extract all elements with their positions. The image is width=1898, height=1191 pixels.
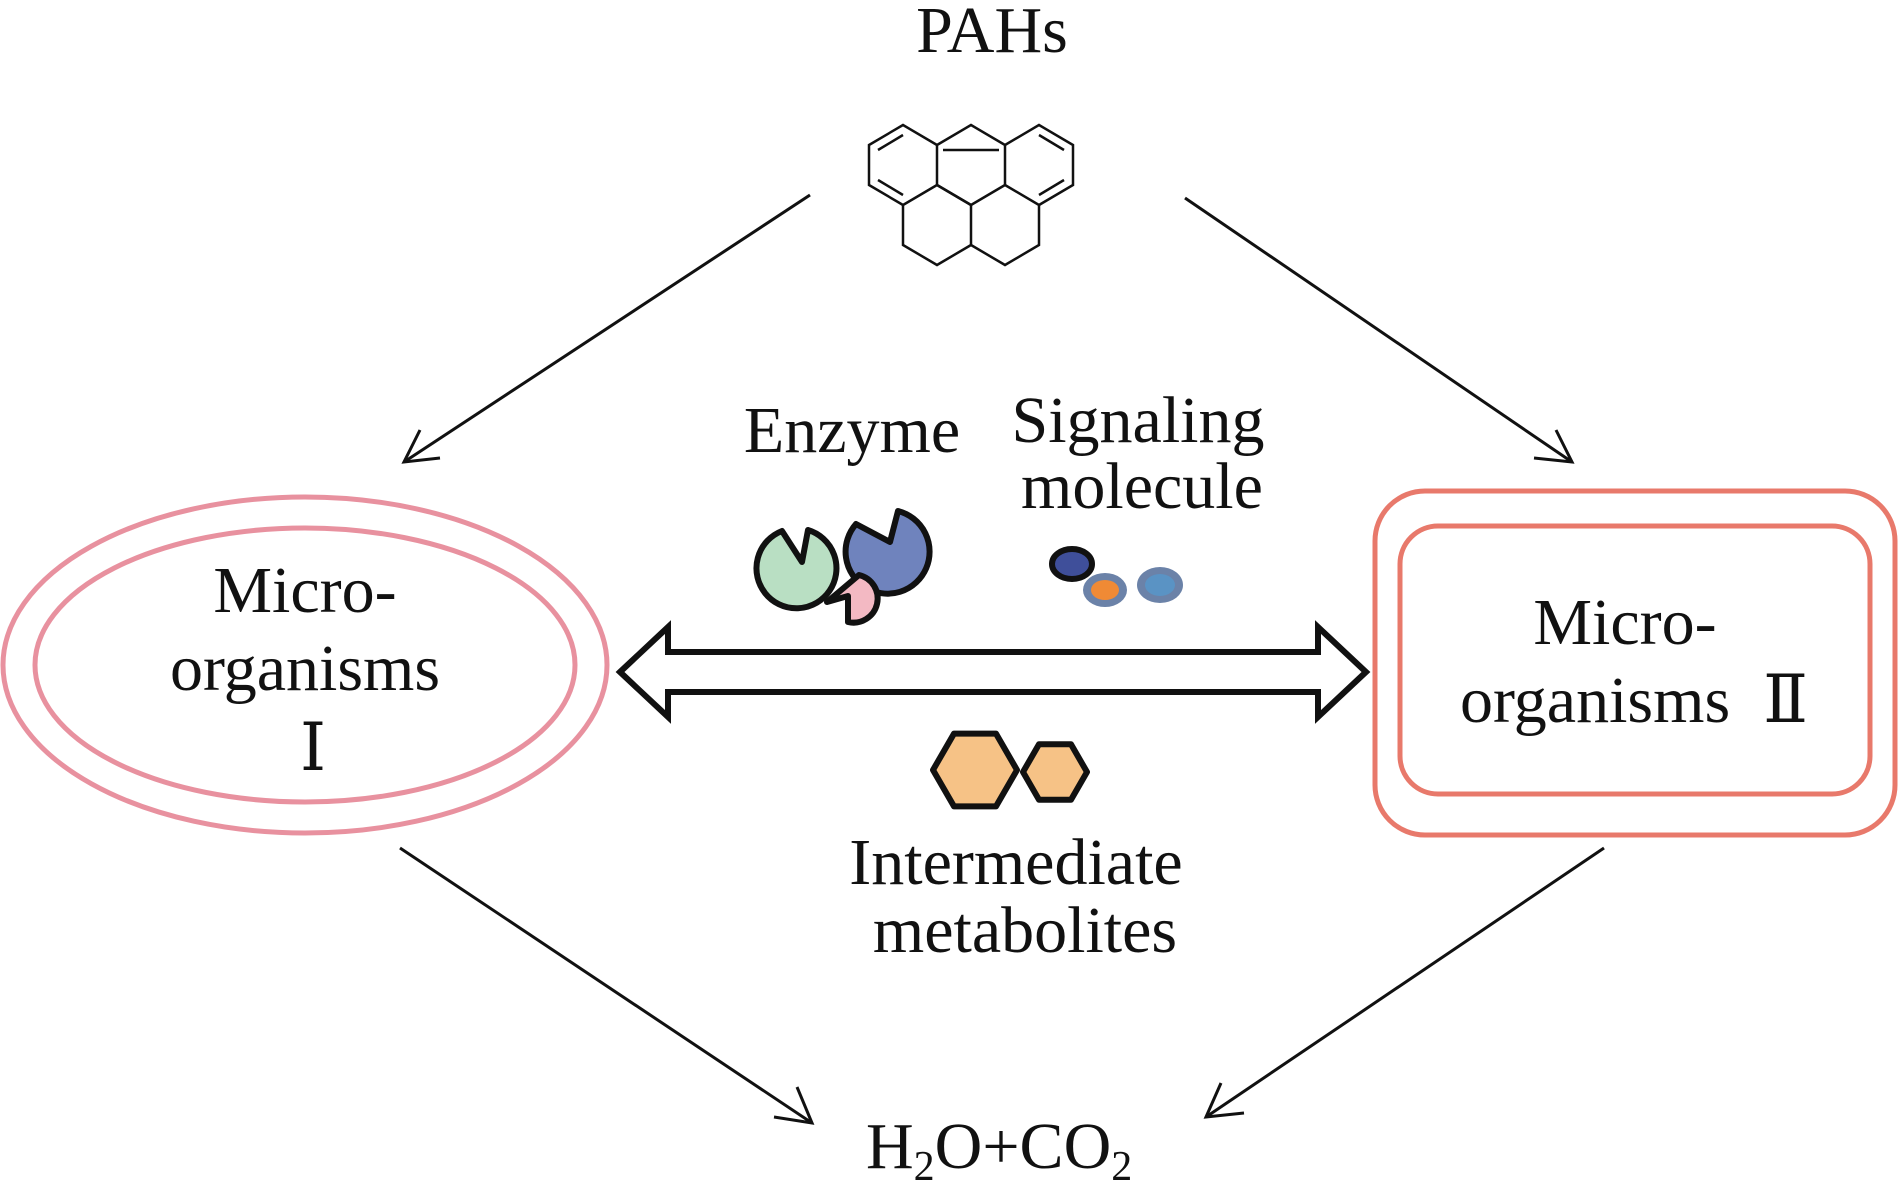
products-label: H2O+CO2 [866,1110,1132,1190]
org2-outer-rect [1372,488,1898,838]
enzyme-shapes-icon [753,508,933,626]
phenanthrene-structure-icon [867,123,1075,267]
pahs-label: PAHs [916,0,1068,67]
arrow-org2-to-products [1203,846,1605,1119]
org2-inner-rect [1397,523,1873,797]
microorganisms-2-container: Micro- organisms Ⅱ [1372,488,1898,838]
org1-outer-ellipse [0,494,610,836]
org2-line2: organisms Ⅱ [1460,664,1808,737]
signaling-label-line2: molecule [1021,450,1263,523]
org1-inner-ellipse [32,525,578,805]
metabolites-label-line1: Intermediate [849,826,1182,899]
arrow-pahs-to-org2 [1184,196,1575,464]
enzyme-label: Enzyme [744,394,960,467]
signaling-molecules-icon [1049,546,1183,607]
exchange-double-arrow[interactable] [615,620,1371,724]
org1-line1: Micro- [213,554,396,627]
arrow-org1-to-products [399,846,815,1125]
microorganisms-1-container: Micro- organisms Ⅰ [0,494,610,836]
org1-line2: organisms [170,632,440,705]
org1-roman-numeral: Ⅰ [300,712,326,785]
signaling-label-line1: Signaling [1011,384,1264,457]
metabolites-label-line2: metabolites [873,894,1177,967]
arrow-pahs-to-org1 [401,193,811,464]
metabolite-hexagons-icon [930,730,1090,810]
org2-line1: Micro- [1533,586,1716,659]
